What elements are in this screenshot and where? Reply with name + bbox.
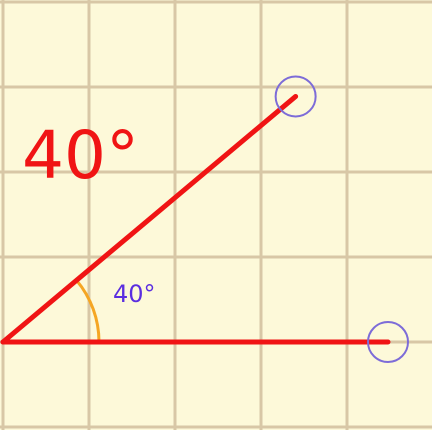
base-ray-handle[interactable] [367, 321, 409, 363]
angle-value-label: 40° [22, 117, 139, 194]
angle-arc-label: 40° [113, 280, 156, 308]
angle-arc [75, 279, 101, 343]
rotating-ray [0, 93, 299, 345]
rotating-ray-handle[interactable] [274, 75, 317, 118]
